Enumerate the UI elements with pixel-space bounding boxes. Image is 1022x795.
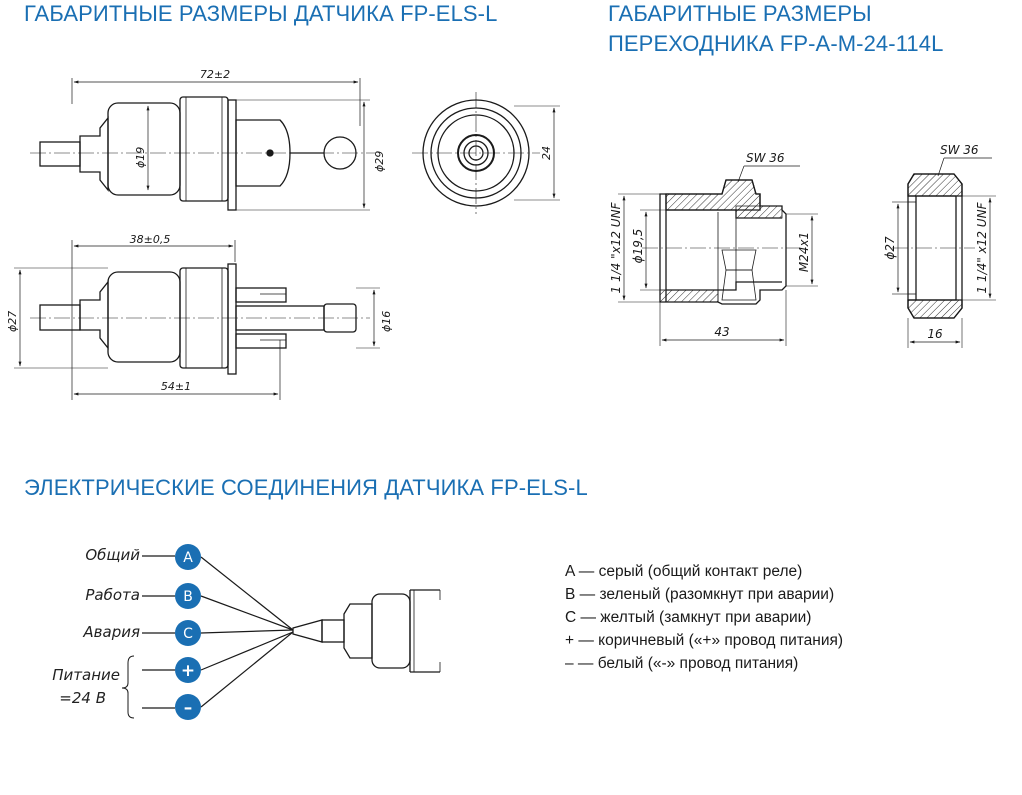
legend-item-a: A — серый (общий контакт реле) xyxy=(565,563,803,580)
legend-item-plus: + — коричневый («+» провод питания) xyxy=(565,632,844,649)
badge-a: A xyxy=(175,544,201,570)
sensor-front-view xyxy=(412,92,560,214)
dim-total-length: 54±1 xyxy=(161,380,191,393)
wire-label-power-line2: =24 В xyxy=(59,689,106,707)
dim-front-size: 24 xyxy=(540,146,553,160)
dim-end-thickness: 16 xyxy=(927,327,943,341)
heading-adapter-dimensions-line2: ПЕРЕХОДНИКА FP-A-M-24-114L xyxy=(608,31,944,56)
sensor-top-view xyxy=(30,78,375,211)
dim-body-diameter: ϕ19 xyxy=(134,147,147,168)
badge-b-label: B xyxy=(183,589,193,605)
dim-wrench-size: SW 36 xyxy=(746,151,785,165)
dim-thread-inch: 1 1/4 "x12 UNF xyxy=(609,201,623,293)
heading-adapter-dimensions-line1: ГАБАРИТНЫЕ РАЗМЕРЫ xyxy=(608,1,872,26)
dim-adapter-length: 43 xyxy=(714,325,729,339)
legend-item-c: C — желтый (замкнут при аварии) xyxy=(565,609,812,626)
legend-item-b: B — зеленый (разомкнут при аварии) xyxy=(565,586,835,603)
badge-plus-label: + xyxy=(181,661,195,681)
wire-color-legend: A — серый (общий контакт реле) B — зелен… xyxy=(565,560,843,675)
wiring-diagram xyxy=(121,555,441,719)
wire-label-common: Общий xyxy=(85,546,140,564)
badge-c-label: C xyxy=(183,626,193,642)
wire-label-alarm: Авария xyxy=(82,623,140,641)
dim-bore-diameter: ϕ19,5 xyxy=(631,229,645,264)
heading-sensor-dimensions: ГАБАРИТНЫЕ РАЗМЕРЫ ДАТЧИКА FP-ELS-L xyxy=(24,1,498,26)
badge-b: B xyxy=(175,583,201,609)
dim-tip-diameter: ϕ16 xyxy=(380,311,393,332)
dim-end-wrench-size: SW 36 xyxy=(940,143,979,157)
wire-label-power-line1: Питание xyxy=(52,666,120,684)
wire-label-work: Работа xyxy=(85,586,140,604)
dim-side-diameter: ϕ27 xyxy=(6,311,19,332)
heading-electrical-connections: ЭЛЕКТРИЧЕСКИЕ СОЕДИНЕНИЯ ДАТЧИКА FP-ELS-… xyxy=(24,475,588,500)
badge-minus-label: – xyxy=(184,698,193,718)
legend-item-minus: – — белый («-» провод питания) xyxy=(565,655,799,672)
dim-mount-length: 38±0,5 xyxy=(130,233,171,246)
adapter-end-view xyxy=(892,157,996,348)
dim-overall-length: 72±2 xyxy=(200,68,230,81)
sensor-side-view xyxy=(14,240,380,400)
dim-end-diameter: ϕ27 xyxy=(883,236,897,260)
dim-end-thread-inch: 1 1/4" x12 UNF xyxy=(975,201,989,293)
badge-a-label: A xyxy=(183,550,193,566)
badge-plus: + xyxy=(175,657,201,683)
dim-flange-diameter: ϕ29 xyxy=(373,151,386,172)
adapter-section-view xyxy=(618,165,818,346)
dim-thread-metric: M24x1 xyxy=(797,232,811,272)
badge-minus: – xyxy=(175,694,201,720)
badge-c: C xyxy=(175,620,201,646)
